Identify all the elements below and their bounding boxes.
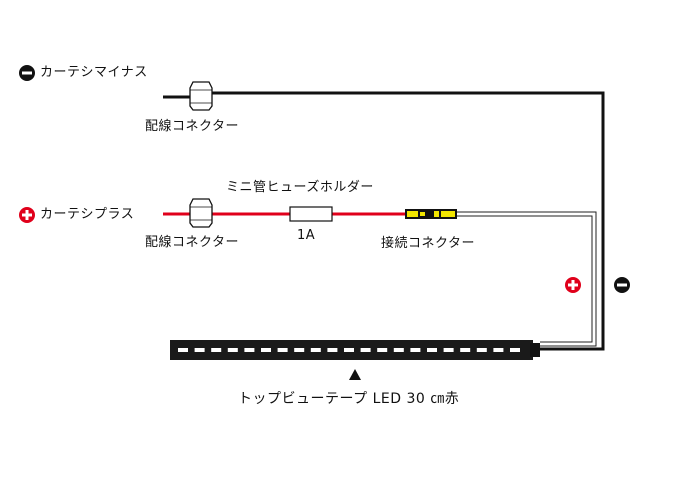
led-segment	[427, 348, 437, 352]
led-segment	[377, 348, 388, 352]
led-segment	[344, 348, 354, 352]
led-tape-label: トップビューテープ LED 30 ㎝赤	[238, 391, 460, 407]
wiring-connector-bottom	[189, 198, 213, 228]
positive-wire	[163, 211, 597, 347]
minus-source-label: カーテシマイナス	[40, 65, 148, 80]
led-segment	[443, 348, 454, 352]
minus-polarity-icon	[614, 277, 630, 293]
minus-circle-icon	[19, 65, 35, 81]
led-segment	[510, 348, 520, 352]
led-segment	[476, 348, 487, 352]
led-segment	[261, 348, 271, 352]
triangle-up-icon	[349, 369, 361, 380]
fuse-holder-label: ミニ管ヒューズホルダー	[226, 180, 374, 195]
led-segment	[493, 348, 504, 352]
led-segment	[244, 348, 255, 352]
led-segment	[393, 348, 404, 352]
fuse-rating-label: 1A	[297, 228, 316, 243]
led-segment	[294, 348, 305, 352]
connector-top-label: 配線コネクター	[145, 119, 239, 134]
led-segment	[410, 348, 421, 352]
led-segment	[227, 348, 238, 352]
negative-wire	[163, 91, 605, 351]
led-segment	[327, 348, 338, 352]
led-segment	[360, 348, 371, 352]
splice-connector	[405, 209, 457, 219]
led-segment	[194, 348, 205, 352]
plus-circle-icon	[19, 207, 35, 223]
led-segment	[178, 348, 188, 352]
led-segment	[310, 348, 321, 352]
plus-source-label: カーテシプラス	[40, 207, 135, 222]
led-tape	[170, 340, 540, 360]
wiring-connector-top	[189, 81, 213, 111]
splice-connector-label: 接続コネクター	[381, 236, 475, 251]
led-segment	[460, 348, 471, 352]
plus-polarity-icon	[565, 277, 581, 293]
connector-bottom-label: 配線コネクター	[145, 235, 239, 250]
led-segments	[178, 348, 520, 352]
led-segment	[211, 348, 222, 352]
led-segment	[277, 348, 288, 352]
fuse-holder	[289, 206, 333, 222]
